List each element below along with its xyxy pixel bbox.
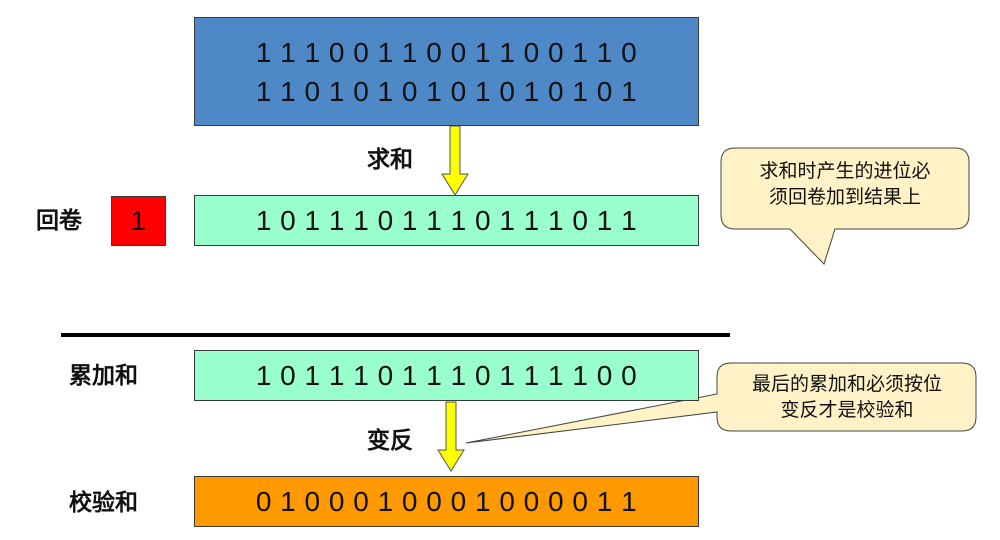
accumulated-bits: 1 0 1 1 1 0 1 1 1 0 1 1 1 1 0 0	[255, 360, 638, 391]
invert-label: 变反	[367, 428, 413, 454]
callout-bottom-text: 最后的累加和必须按位 变反才是校验和	[720, 371, 974, 423]
carry-value: 1	[130, 205, 147, 236]
carry-box: 1	[111, 196, 166, 246]
input-word-2: 1 1 0 1 0 1 0 1 0 1 0 1 0 1 0 1	[255, 75, 638, 107]
callout-top-text: 求和时产生的进位必 须回卷加到结果上	[724, 158, 966, 210]
accumulated-label: 累加和	[69, 363, 138, 389]
invert-arrow	[437, 401, 465, 472]
callout-top-line1: 求和时产生的进位必	[759, 160, 931, 182]
wraparound-label: 回卷	[36, 208, 82, 234]
sum-label: 求和	[367, 147, 413, 173]
accumulated-box: 1 0 1 1 1 0 1 1 1 0 1 1 1 1 0 0	[194, 350, 699, 401]
checksum-bits: 0 1 0 0 0 1 0 0 0 1 0 0 0 0 1 1	[255, 486, 638, 517]
callout-top-bubble	[720, 147, 970, 265]
checksum-box: 0 1 0 0 0 1 0 0 0 1 0 0 0 0 1 1	[194, 476, 699, 527]
sum-arrow	[441, 125, 469, 196]
callout-bottom-line1: 最后的累加和必须按位	[751, 373, 942, 395]
callout-bottom-bubble	[465, 362, 977, 444]
input-words-box: 1 1 1 0 0 1 1 0 0 1 1 0 0 1 1 0 1 1 0 1 …	[194, 17, 699, 126]
sum-bits: 1 0 1 1 1 0 1 1 1 0 1 1 1 0 1 1	[255, 205, 638, 236]
sum-box: 1 0 1 1 1 0 1 1 1 0 1 1 1 0 1 1	[194, 195, 699, 246]
callout-bottom-line2: 变反才是校验和	[780, 399, 914, 421]
callout-top-line2: 须回卷加到结果上	[768, 186, 921, 208]
input-word-1: 1 1 1 0 0 1 1 0 0 1 1 0 0 1 1 0	[255, 36, 638, 68]
checksum-label: 校验和	[69, 490, 138, 516]
